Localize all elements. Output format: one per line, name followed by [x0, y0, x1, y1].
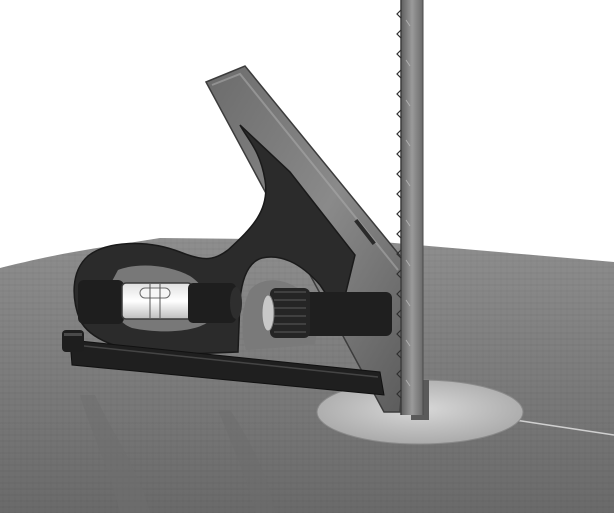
locking-knob-icon	[261, 288, 392, 338]
spirit-level-vial-icon	[78, 280, 242, 324]
bandsaw-blade-icon	[396, 0, 424, 415]
